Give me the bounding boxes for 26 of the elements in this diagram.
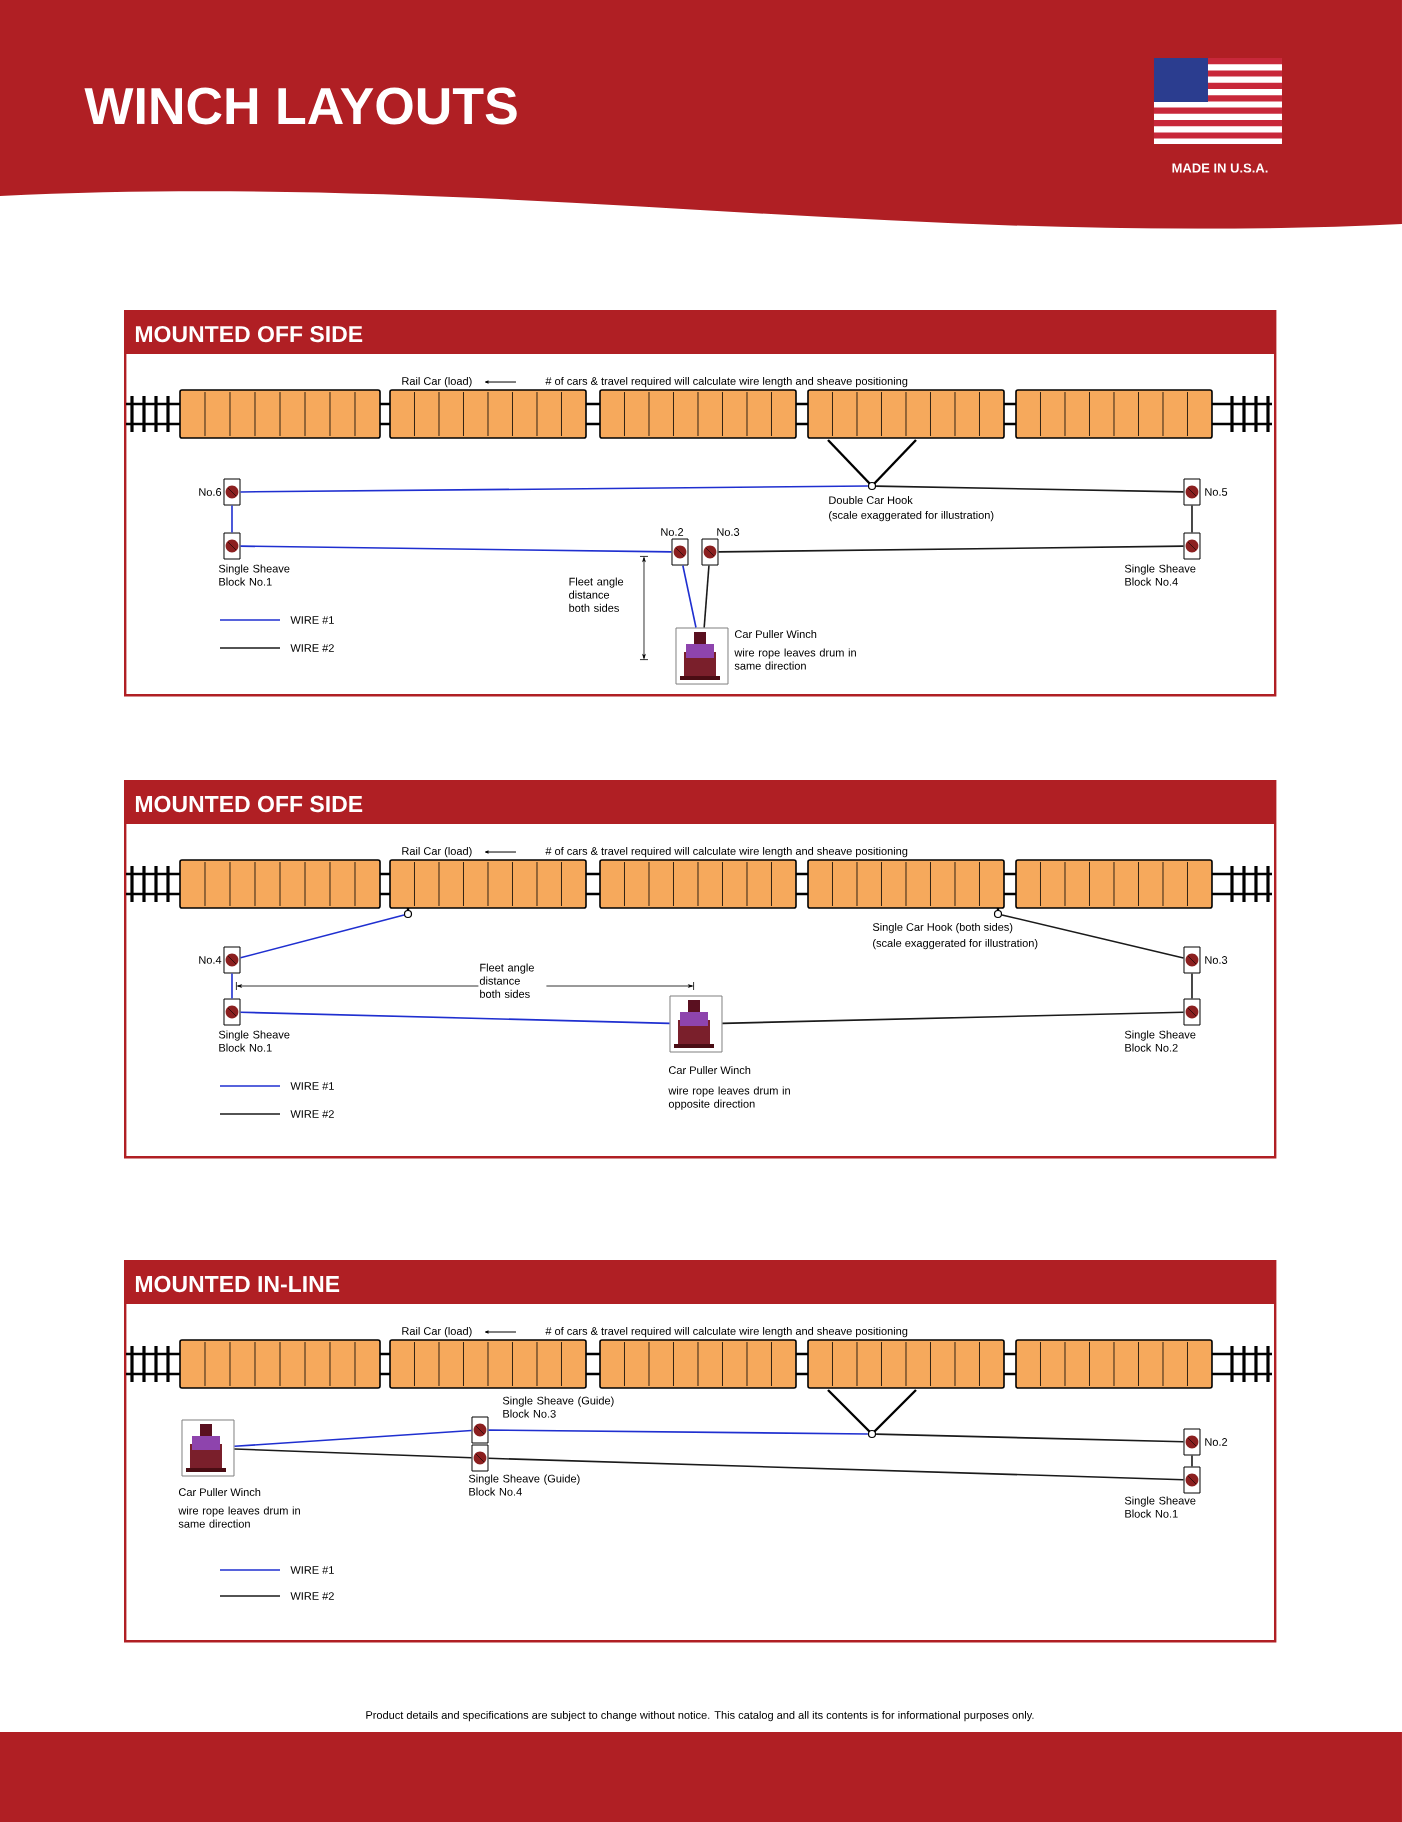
wire — [231, 504, 233, 534]
wire — [1001, 914, 1185, 959]
wire — [1191, 504, 1193, 534]
panel-heading: MOUNTED OFF SIDE — [124, 310, 1274, 354]
wire — [487, 1429, 869, 1435]
panel-heading: MOUNTED OFF SIDE — [124, 780, 1274, 824]
wire — [233, 1448, 473, 1459]
car-hook — [827, 1389, 917, 1439]
wire — [233, 1429, 473, 1448]
wire — [875, 1433, 1185, 1443]
wire — [231, 972, 233, 1000]
wire — [721, 1011, 1185, 1025]
wire — [1191, 972, 1193, 1000]
page-title: WINCH LAYOUTS — [84, 87, 517, 125]
wire — [875, 485, 1185, 493]
wire — [717, 545, 1185, 553]
wire — [239, 545, 673, 553]
car-hook — [403, 908, 413, 919]
wire — [239, 1011, 671, 1025]
wire — [487, 1457, 1185, 1481]
panel-heading: MOUNTED IN-LINE — [124, 1260, 1274, 1304]
wire — [703, 564, 710, 629]
wire — [239, 485, 869, 493]
wire — [682, 564, 697, 629]
wire — [1191, 1454, 1193, 1468]
wire — [239, 914, 405, 959]
